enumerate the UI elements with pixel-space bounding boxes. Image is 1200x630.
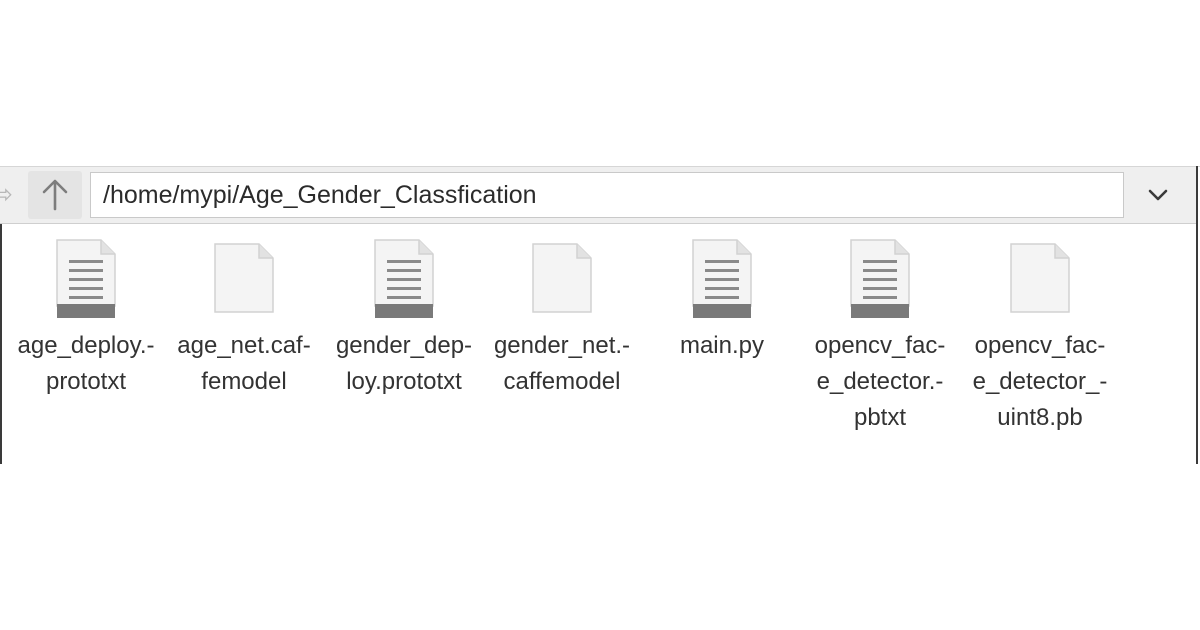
file-manager-window: ⇨ /home/mypi/Age_Gender_Classfication (0, 166, 1200, 464)
file-name-line: e_detector.- (816, 368, 944, 395)
file-name-line: opencv_fac- (814, 332, 946, 359)
file-item[interactable]: age_deploy.- prototxt (8, 238, 164, 400)
file-item[interactable]: opencv_fac-e_detector_- uint8.pb (962, 238, 1118, 436)
file-name-line: femodel (201, 368, 287, 395)
file-item[interactable]: opencv_fac-e_detector.-pbtxt (802, 238, 958, 436)
file-grid: age_deploy.- prototxt age_net.caf-femodel… (8, 238, 1188, 458)
file-name-line: age_net.caf- (177, 332, 311, 359)
file-name-line: gender_net.- (493, 332, 631, 359)
text-file-icon (692, 239, 752, 318)
window-left-border (0, 224, 2, 464)
file-name: age_net.caf-femodel (166, 328, 322, 400)
file-item[interactable]: main.py (644, 238, 800, 364)
file-name-line: prototxt (45, 368, 127, 395)
text-file-icon (850, 239, 910, 318)
blank-file-icon (214, 243, 274, 313)
address-dropdown-button[interactable] (1130, 172, 1186, 218)
file-name: gender_dep-loy.prototxt (326, 328, 482, 400)
file-name-line: e_detector_- (972, 368, 1108, 395)
file-item[interactable]: gender_dep-loy.prototxt (326, 238, 482, 400)
file-name-line: caffemodel (503, 368, 621, 395)
text-file-icon (56, 239, 116, 318)
window-right-border (1196, 166, 1198, 464)
file-name: main.py (644, 328, 800, 364)
toolbar-divider (0, 223, 1196, 224)
file-name-line: gender_dep- (335, 332, 473, 359)
file-item[interactable]: age_net.caf-femodel (166, 238, 322, 400)
blank-file-icon (532, 243, 592, 313)
forward-arrow-icon[interactable]: ⇨ (0, 180, 13, 210)
up-button[interactable] (28, 171, 82, 219)
chevron-down-icon (1148, 189, 1168, 201)
file-name-line: loy.prototxt (346, 368, 462, 395)
text-file-icon (374, 239, 434, 318)
file-name-line: pbtxt (853, 404, 907, 431)
up-arrow-icon (42, 179, 68, 211)
file-name-line: age_deploy.- (17, 332, 155, 359)
address-bar[interactable]: /home/mypi/Age_Gender_Classfication (90, 172, 1124, 218)
address-path: /home/mypi/Age_Gender_Classfication (103, 180, 537, 209)
toolbar: ⇨ /home/mypi/Age_Gender_Classfication (0, 167, 1196, 223)
file-name-line: main.py (679, 332, 765, 359)
file-name-line: opencv_fac- (974, 332, 1106, 359)
file-name-line: uint8.pb (997, 404, 1083, 431)
window-top-border (0, 166, 1200, 167)
file-name: opencv_fac-e_detector_- uint8.pb (962, 328, 1118, 436)
file-name: opencv_fac-e_detector.-pbtxt (802, 328, 958, 436)
file-name: gender_net.- caffemodel (484, 328, 640, 400)
blank-file-icon (1010, 243, 1070, 313)
file-name: age_deploy.- prototxt (8, 328, 164, 400)
file-item[interactable]: gender_net.- caffemodel (484, 238, 640, 400)
